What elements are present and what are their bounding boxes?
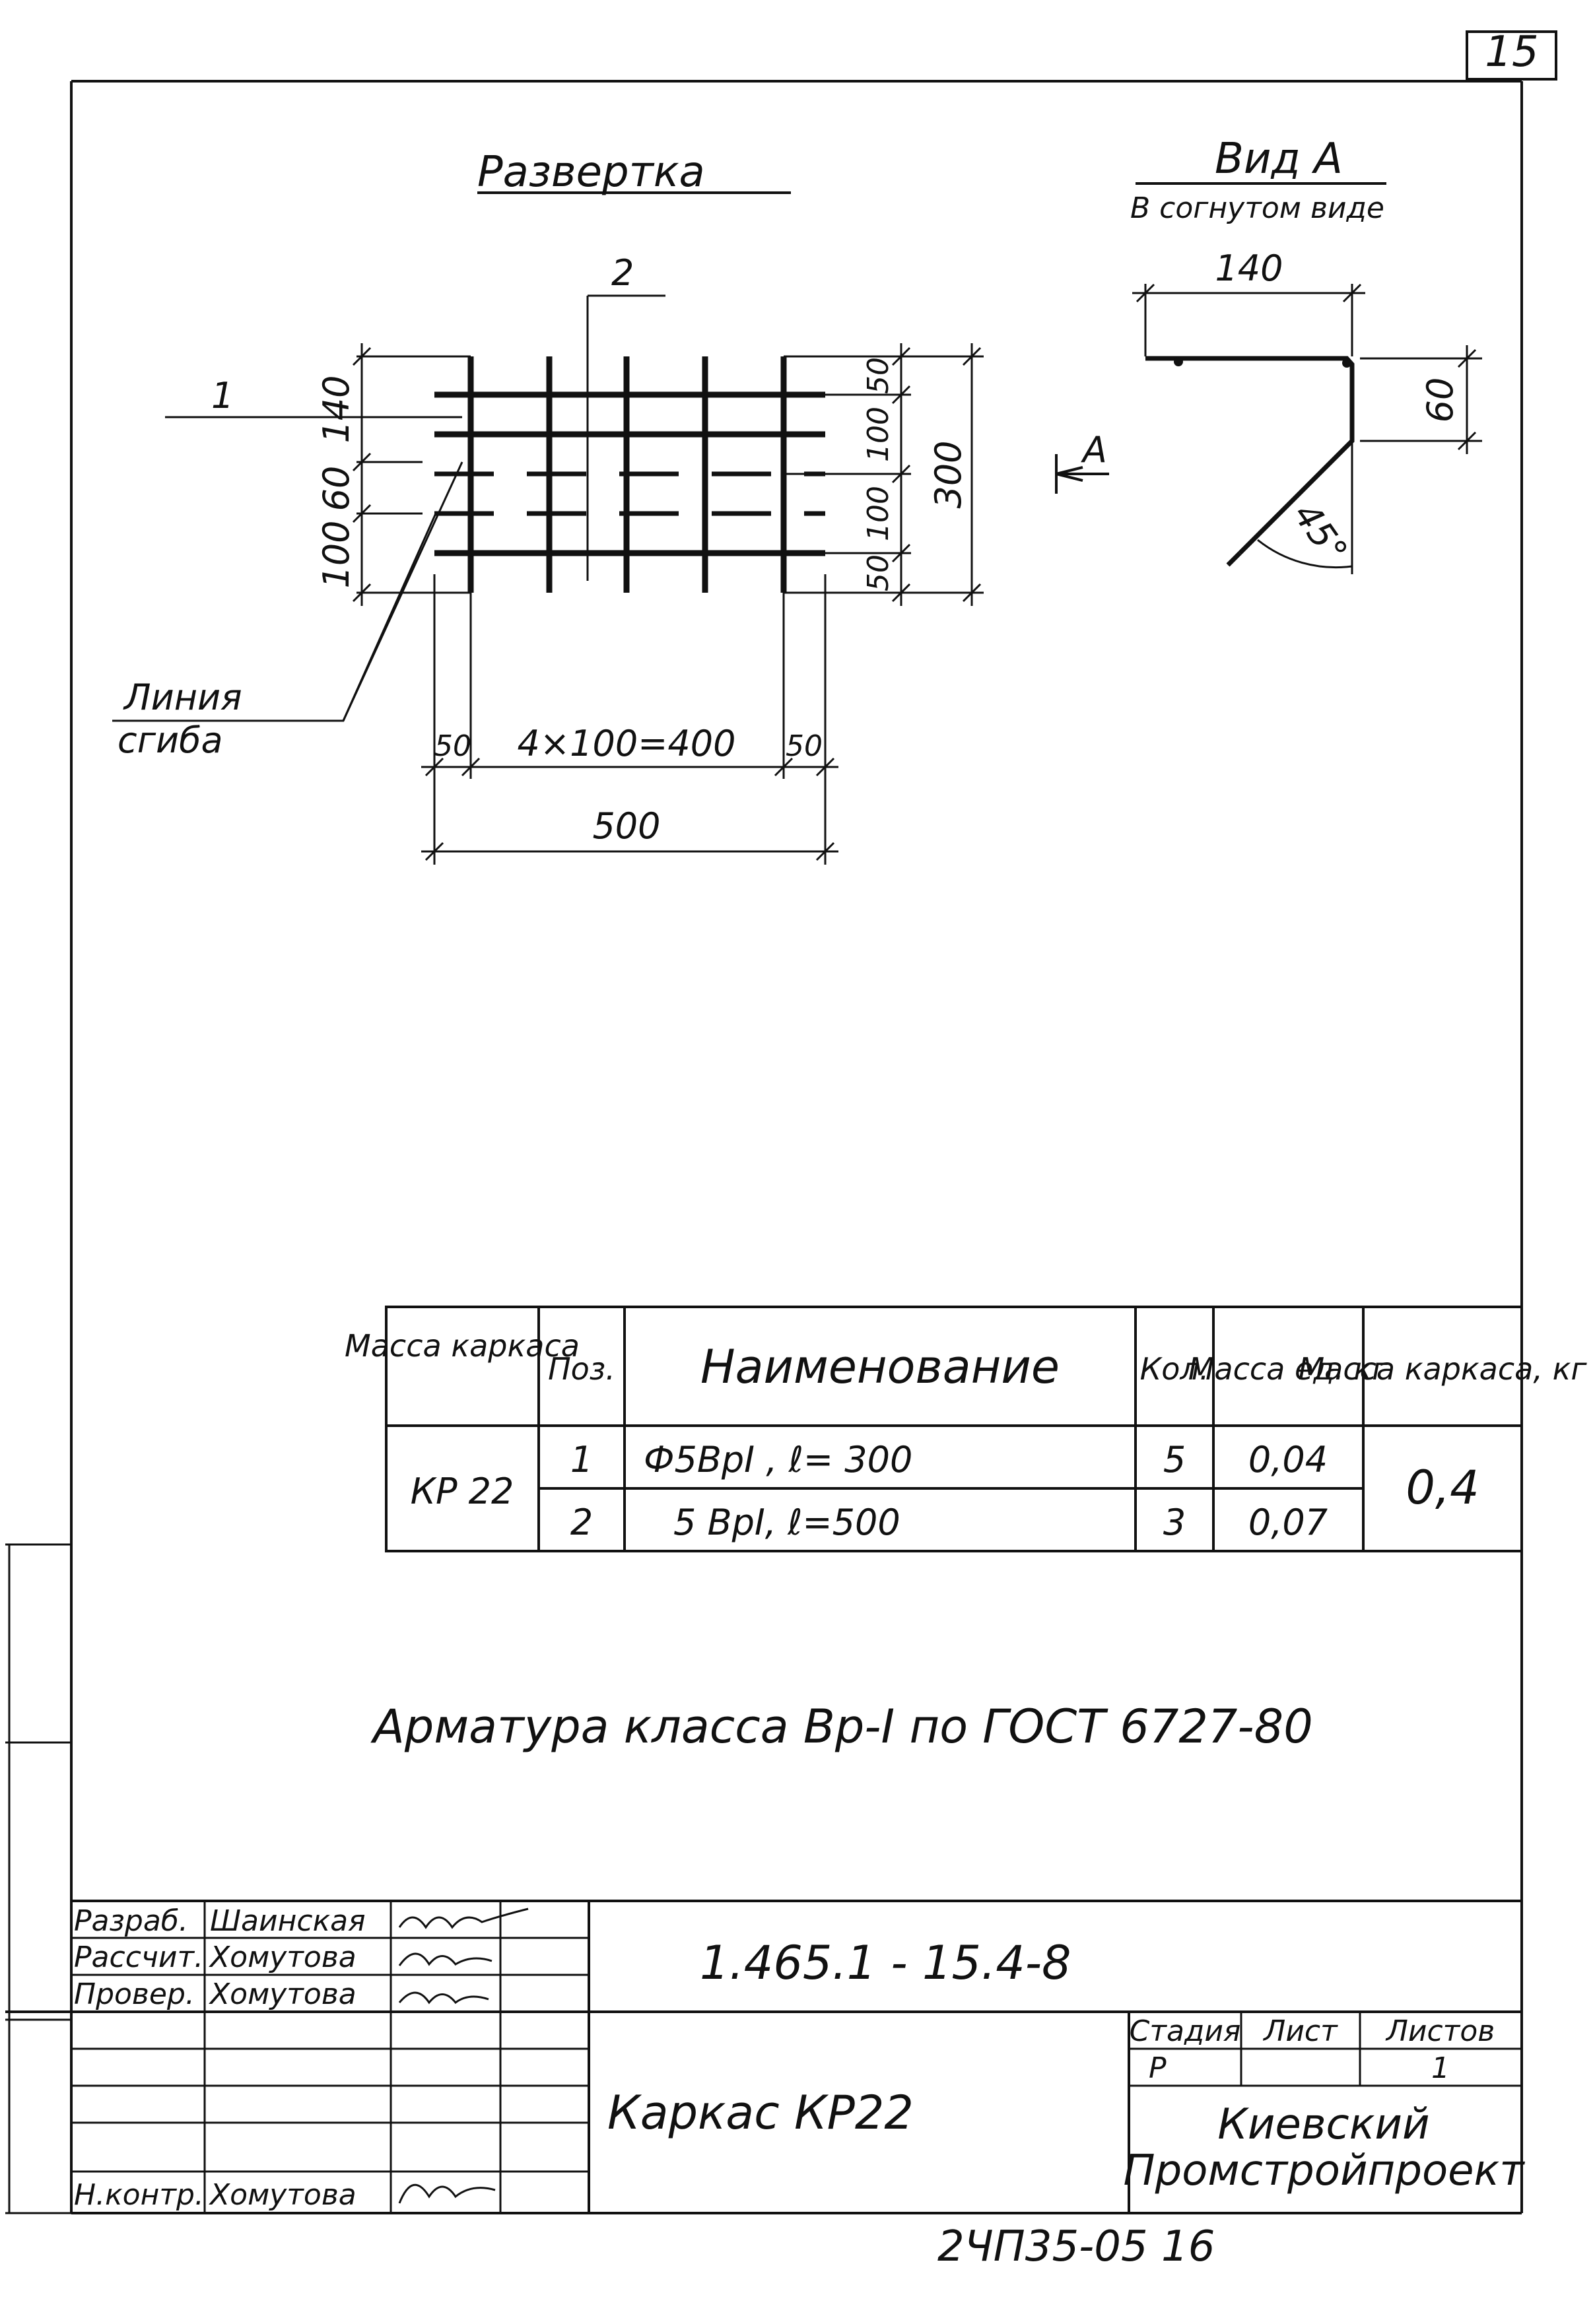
row-1-name: Ф5ВрI , ℓ= 300 — [644, 1439, 912, 1480]
unfold-left-dim-100: 100 — [316, 520, 357, 588]
row-2-pos: 2 — [570, 1502, 593, 1543]
rebar-note: Арматура класса Вр-I по ГОСТ 6727-80 — [370, 1700, 1313, 1754]
organization-line-2: Промстройпроект — [1124, 2146, 1526, 2195]
title-block: Разраб. Шаинская Рассчит. Хомутова Прове… — [5, 1900, 1526, 2213]
unfold-bottom-dim-total: 500 — [592, 805, 660, 847]
unfold-right-dim-50b: 50 — [862, 554, 895, 591]
total-mass: 0,4 — [1406, 1461, 1479, 1515]
row-2-name: 5 ВрI, ℓ=500 — [673, 1502, 900, 1543]
name-developed: Шаинская — [210, 1904, 366, 1938]
signature-norm-control — [398, 2183, 496, 2204]
view-a-drawing: Вид А В согнутом виде 140 60 45° — [1130, 135, 1482, 574]
unfold-left-dim-140: 140 — [316, 375, 357, 443]
header-frame-mass: Масса каркаса — [345, 1328, 580, 1364]
fold-line-label-1: Линия — [123, 677, 242, 718]
unfold-right-dim-50a: 50 — [862, 357, 895, 394]
unfold-drawing: Развертка 140 60 — [112, 148, 1109, 865]
unfold-right-dim-100b: 100 — [862, 486, 895, 541]
name-calculated: Хомутова — [209, 1941, 356, 1974]
drawing-name: Каркас КР22 — [607, 2086, 914, 2140]
header-qty: Кол. — [1140, 1351, 1209, 1387]
row-1-pos: 1 — [570, 1439, 593, 1480]
name-norm-control: Хомутова — [209, 2178, 356, 2212]
row-1-unit-mass: 0,04 — [1248, 1439, 1328, 1480]
callout-pos-1: 1 — [211, 375, 234, 416]
header-total-mass: Масса каркаса, кг — [1298, 1351, 1587, 1387]
callout-pos-2: 2 — [611, 252, 634, 294]
role-checked: Провер. — [74, 1977, 195, 2011]
header-pos: Поз. — [548, 1351, 615, 1387]
signature-developed — [398, 1908, 529, 1929]
stage-label: Стадия — [1130, 2014, 1241, 2048]
unfold-bottom-dim-middle: 4×100=400 — [518, 723, 736, 764]
view-a-dim-60: 60 — [1419, 378, 1461, 423]
header-unit-mass: Масса ед. кг — [1188, 1351, 1388, 1387]
name-checked: Хомутова — [209, 1977, 356, 2011]
unfold-bottom-dim-left: 50 — [434, 729, 471, 763]
unfold-right-dim-100a: 100 — [862, 407, 895, 462]
sheets-value: 1 — [1431, 2051, 1450, 2085]
row-2-qty: 3 — [1163, 1502, 1186, 1543]
unfold-left-dim-60: 60 — [316, 466, 357, 512]
sheet-frame: 15 — [5, 28, 1557, 2214]
frame-mark: КР 22 — [411, 1471, 514, 1512]
organization-line-1: Киевский — [1217, 2100, 1429, 2149]
unfold-bottom-dim-right: 50 — [786, 729, 823, 763]
signature-checked — [398, 1991, 489, 2005]
sheets-label: Листов — [1385, 2014, 1495, 2048]
view-marker: А — [1081, 429, 1107, 471]
bottom-code: 2ЧП35-05 16 — [937, 2222, 1215, 2271]
unfold-total-height: 300 — [928, 440, 969, 508]
document-code: 1.465.1 - 15.4-8 — [700, 1936, 1071, 1990]
header-name: Наименование — [700, 1340, 1060, 1394]
signature-calculated — [398, 1952, 492, 1966]
spec-table: Масса каркаса Поз. Наименование Кол. Мас… — [345, 1306, 1587, 1552]
sheet-number: 15 — [1485, 28, 1538, 77]
unfold-title: Развертка — [477, 148, 705, 197]
role-calculated: Рассчит. — [74, 1941, 203, 1974]
view-a-title: Вид А — [1215, 135, 1343, 183]
stage-value: Р — [1149, 2051, 1167, 2085]
row-2-unit-mass: 0,07 — [1248, 1502, 1328, 1543]
view-a-dim-140: 140 — [1215, 248, 1283, 289]
row-1-qty: 5 — [1163, 1439, 1186, 1480]
role-norm-control: Н.контр. — [74, 2178, 204, 2212]
fold-line-label-2: сгиба — [118, 719, 223, 761]
role-developed: Разраб. — [74, 1904, 188, 1938]
sheet-label: Лист — [1262, 2014, 1338, 2048]
view-a-subtitle: В согнутом виде — [1130, 191, 1384, 225]
view-a-angle: 45° — [1285, 495, 1356, 571]
